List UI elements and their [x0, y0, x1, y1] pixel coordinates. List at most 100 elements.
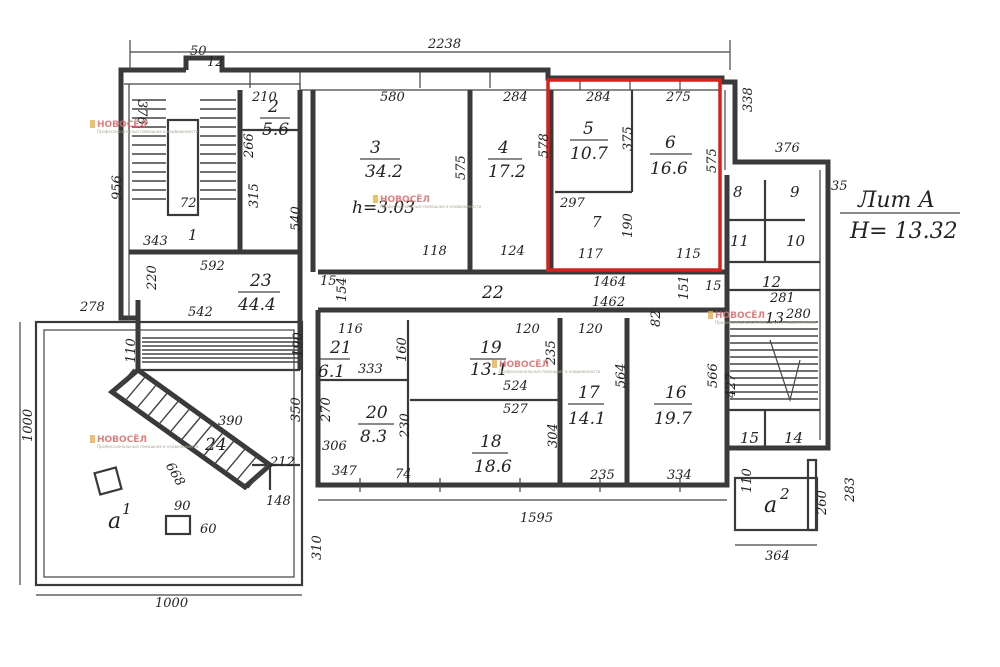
room-9-number: 9	[790, 183, 800, 201]
dim-280: 280	[785, 307, 811, 322]
dim-566: 566	[706, 363, 721, 388]
dim-343: 343	[143, 234, 168, 249]
dim-275: 275	[665, 90, 691, 105]
dim-350: 350	[289, 397, 304, 422]
plan-title: Лит А Н= 13.32	[840, 188, 960, 244]
stairs-corridor	[142, 337, 298, 363]
dim-1464: 1464	[593, 275, 626, 290]
dim-148: 148	[266, 494, 291, 509]
room-18-number: 18	[480, 432, 502, 452]
dim-284-a: 284	[502, 90, 528, 105]
dim-284-b: 284	[585, 90, 611, 105]
room-23-area: 44.4	[237, 295, 276, 315]
stair-step	[213, 439, 236, 465]
room-3-number: 3	[370, 138, 381, 158]
dim-82: 82	[649, 310, 664, 327]
watermark-tagline-3: Профессиональный помощник в недвижимости	[499, 369, 601, 374]
dim-120-b: 120	[578, 322, 603, 337]
dim-235: 235	[544, 340, 559, 366]
dim-190: 190	[621, 213, 636, 238]
stairs-right	[730, 321, 818, 403]
watermark-tagline-5: Профессиональный помощник в недвижимости	[715, 320, 817, 325]
stair-step	[124, 376, 146, 402]
dim-190-b: 190	[291, 332, 306, 357]
dim-15-b: 15	[705, 279, 722, 294]
stair-step	[113, 368, 135, 394]
room-18-area: 18.6	[474, 457, 512, 477]
room-labels: 2 5.6 3 34.2 h=3.03 4 17.2 5 10.7 6 16.6…	[108, 97, 806, 534]
room-19-number: 19	[480, 338, 502, 358]
room-6-area: 16.6	[650, 159, 688, 179]
dim-524: 524	[503, 379, 528, 394]
room-4-number: 4	[497, 138, 509, 158]
dimension-ticks	[19, 40, 817, 596]
dim-110-b: 110	[740, 468, 755, 493]
room-11-number: 11	[730, 232, 749, 250]
room-3-area: 34.2	[365, 162, 403, 182]
dim-266: 266	[242, 133, 257, 159]
stair-step	[180, 416, 202, 441]
watermark-brand-5: НОВОСЁЛ	[715, 310, 765, 321]
room-14-number: 14	[784, 429, 803, 447]
dim-220: 220	[145, 265, 160, 291]
dim-315: 315	[247, 183, 262, 208]
room-20-number: 20	[365, 403, 388, 423]
dim-154: 154	[335, 277, 350, 302]
dim-390: 390	[218, 414, 243, 429]
dim-235-b: 235	[589, 468, 615, 483]
dim-12: 12	[207, 55, 224, 70]
dim-1000-a: 1000	[21, 409, 36, 442]
room-1-number: 1	[188, 226, 198, 244]
dim-90: 90	[174, 499, 191, 514]
dim-956: 956	[110, 175, 125, 200]
stair-step	[135, 384, 157, 410]
dim-668: 668	[162, 460, 187, 489]
room-4-area: 17.2	[488, 162, 526, 182]
dim-334: 334	[667, 468, 692, 483]
dim-338: 338	[741, 87, 756, 112]
stair-step	[236, 455, 258, 481]
dim-1595: 1595	[520, 511, 553, 526]
watermarks: НОВОСЁЛ Профессиональный помощник в недв…	[90, 119, 817, 449]
room-13-number: 13	[765, 309, 784, 327]
porch-a1-letter: а	[108, 509, 121, 534]
porch-a2-sup: 2	[779, 485, 790, 503]
dim-1462: 1462	[592, 295, 625, 310]
dim-542: 542	[188, 305, 213, 320]
watermark-5: НОВОСЁЛ Профессиональный помощник в недв…	[708, 310, 817, 325]
dim-35: 35	[831, 179, 848, 194]
dim-376-a: 376	[775, 141, 800, 156]
dim-118: 118	[422, 244, 447, 259]
dim-564: 564	[614, 363, 629, 388]
interior-walls	[129, 90, 820, 485]
dim-72: 72	[180, 196, 197, 211]
dim-540: 540	[289, 206, 304, 231]
watermark-4: НОВОСЁЛ Профессиональный помощник в недв…	[90, 434, 199, 449]
dim-120-a: 120	[515, 322, 540, 337]
dim-578: 578	[537, 133, 552, 158]
stair-step	[191, 423, 213, 449]
stair-step	[225, 447, 247, 473]
room-21-area: 6.1	[318, 362, 345, 382]
dim-top-total: 2238	[427, 37, 461, 52]
room-5-area: 10.7	[570, 144, 608, 164]
dimensions: 2238 50 12 210 580 284 284 275 338 376 3…	[21, 37, 858, 611]
dim-74: 74	[395, 467, 412, 482]
stair-step	[158, 400, 180, 426]
room-6-number: 6	[665, 133, 676, 153]
dim-151: 151	[677, 275, 692, 300]
room-5-number: 5	[583, 119, 594, 139]
watermark-3: НОВОСЁЛ Профессиональный помощник в недв…	[492, 359, 601, 374]
dim-260: 260	[815, 490, 830, 516]
watermark-brand-2: НОВОСЁЛ	[380, 194, 430, 205]
watermark-brand-1: НОВОСЁЛ	[97, 119, 147, 130]
watermark-brand-3: НОВОСЁЛ	[499, 359, 549, 370]
dim-364: 364	[765, 549, 790, 564]
porch-a1-sup: 1	[122, 500, 132, 518]
watermark-brand-4: НОВОСЁЛ	[97, 434, 147, 445]
dim-580: 580	[380, 90, 405, 105]
dim-306: 306	[322, 439, 347, 454]
watermark-tagline-2: Профессиональный помощник в недвижимости	[380, 204, 482, 209]
dim-117: 117	[578, 247, 604, 262]
